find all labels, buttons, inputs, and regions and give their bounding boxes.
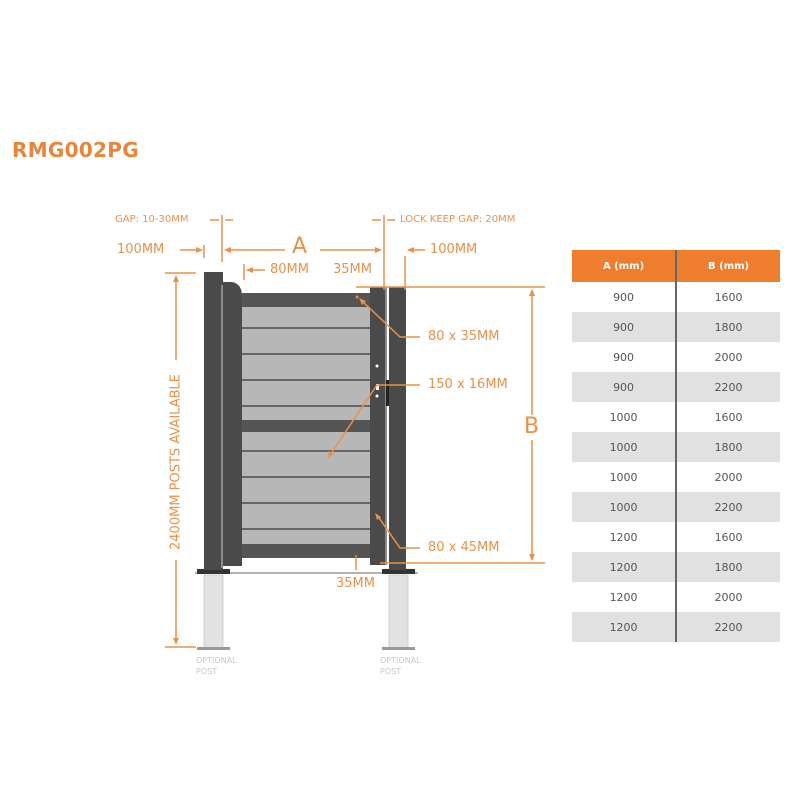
cell-b: 2000 <box>714 590 743 604</box>
stile-width-label: 80MM <box>270 262 309 277</box>
optional-post-right-line1: OPTIONAL <box>380 656 421 665</box>
lock-stile <box>370 287 387 565</box>
cell-b: 1600 <box>714 410 743 424</box>
dimension-lines <box>165 215 545 648</box>
cell-b: 2200 <box>676 612 780 642</box>
cell-a: 900 <box>572 342 678 372</box>
cell-a: 1000 <box>572 402 678 432</box>
cell-a: 1000 <box>572 492 678 522</box>
baseplate-right <box>382 569 415 574</box>
post-width-right-label: 100MM <box>430 242 478 257</box>
cell-b: 1800 <box>676 432 780 462</box>
table-row: 1200 1600 <box>572 522 780 552</box>
cell-b: 1600 <box>714 530 743 544</box>
table-header-a: A (mm) <box>572 250 678 282</box>
table-row: 900 1600 <box>572 282 780 312</box>
optional-post-right-line2: POST <box>380 667 402 676</box>
cell-a: 900 <box>572 282 678 312</box>
optional-post-left-label: OPTIONAL POST <box>196 655 237 677</box>
table-row: 1000 2000 <box>572 462 780 492</box>
table-row: 1200 2000 <box>572 582 780 612</box>
table-header-b: B (mm) <box>676 250 780 282</box>
optional-post-right-label: OPTIONAL POST <box>380 655 421 677</box>
bottom-gap-label: 35MM <box>336 576 375 591</box>
table-row: 1000 1600 <box>572 402 780 432</box>
lock-keep-gap-label: LOCK KEEP GAP: 20MM <box>400 214 516 225</box>
cell-b: 2000 <box>714 350 743 364</box>
cell-b: 2200 <box>676 372 780 402</box>
cell-a: 900 <box>572 312 678 342</box>
post-baseplate-left-bottom <box>197 647 230 650</box>
lock-plate <box>386 380 389 406</box>
top-gap-label: 35MM <box>333 262 372 277</box>
dimension-a-label: A <box>292 234 308 259</box>
cell-a: 900 <box>572 372 678 402</box>
arrowheads <box>173 247 535 645</box>
post-width-left-label: 100MM <box>117 242 165 257</box>
top-rail-label: 80 x 35MM <box>428 329 500 344</box>
optional-post-left-line1: OPTIONAL <box>196 656 237 665</box>
cell-a: 1000 <box>572 432 678 462</box>
cell-a: 1000 <box>572 462 678 492</box>
cell-a: 1200 <box>572 582 678 612</box>
table-row: 900 2000 <box>572 342 780 372</box>
baseplate-left <box>197 569 230 574</box>
gap-hinge-label: GAP: 10-30MM <box>115 214 189 225</box>
dimension-b-label: B <box>524 414 540 439</box>
post-baseplate-right-bottom <box>382 647 415 650</box>
cell-a: 1200 <box>572 552 678 582</box>
cell-a: 1200 <box>572 522 678 552</box>
cell-b: 1600 <box>714 290 743 304</box>
bottom-rail-label: 80 x 45MM <box>428 540 500 555</box>
hinge-stile <box>223 282 242 566</box>
cell-b: 1800 <box>676 312 780 342</box>
cell-b: 1800 <box>676 552 780 582</box>
cell-b: 2000 <box>714 470 743 484</box>
optional-post-right <box>388 574 409 649</box>
optional-post-left <box>203 574 224 649</box>
infill-slats <box>242 293 370 558</box>
table-header-row: A (mm) B (mm) <box>572 250 780 282</box>
lock-plate-label: 150 x 16MM <box>428 377 508 392</box>
left-post <box>204 272 223 570</box>
product-code-title: RMG002PG <box>12 138 139 162</box>
optional-post-left-line2: POST <box>196 667 218 676</box>
post-height-label: 2400MM POSTS AVAILABLE <box>168 374 184 550</box>
cell-b: 2200 <box>676 492 780 522</box>
right-post <box>389 287 406 570</box>
cell-a: 1200 <box>572 612 678 642</box>
